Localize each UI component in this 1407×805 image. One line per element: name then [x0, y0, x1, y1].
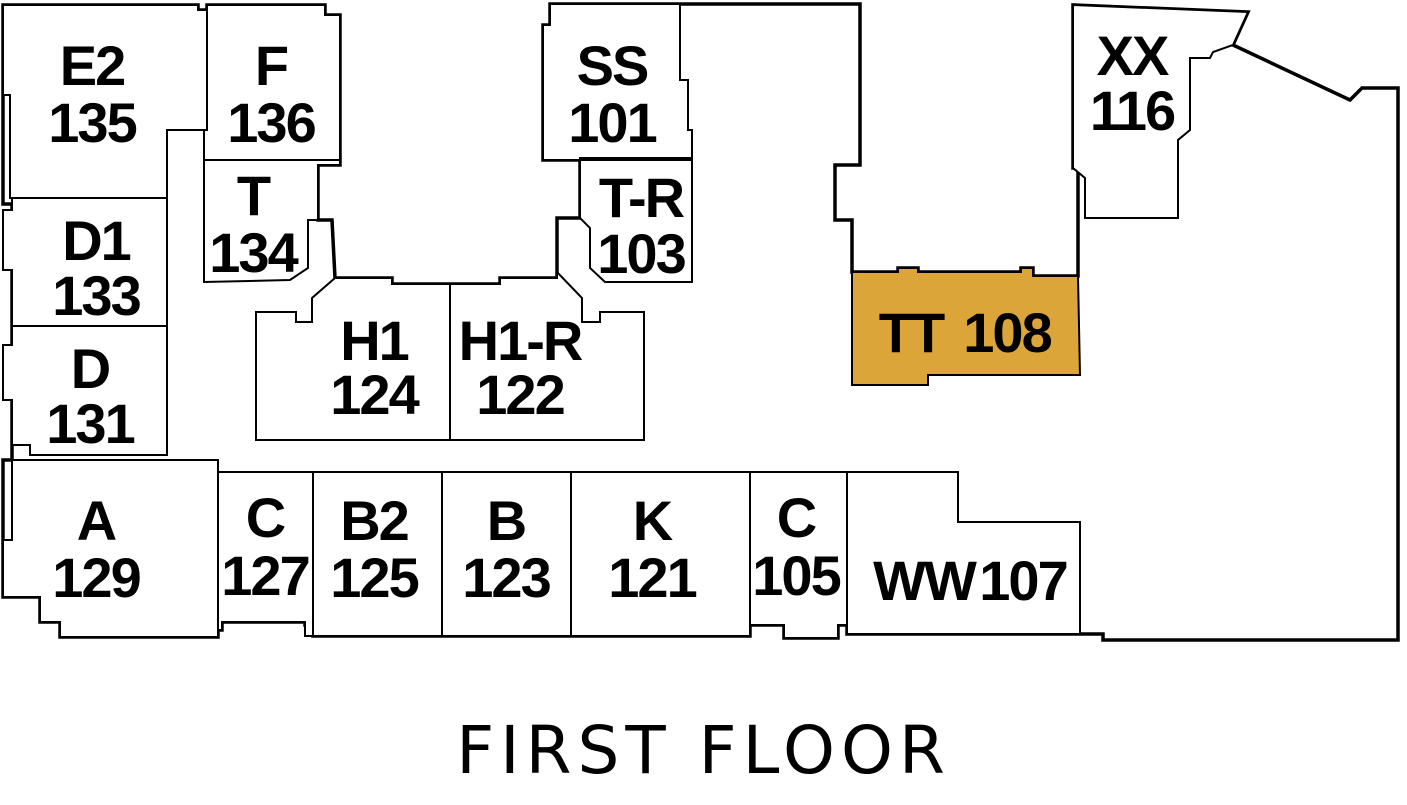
unit-name: T	[237, 164, 271, 227]
unit-name: C	[246, 486, 285, 549]
unit-b[interactable]: B 123	[441, 471, 572, 637]
unit-xx[interactable]: XX 116	[1072, 3, 1250, 219]
unit-number: 131	[46, 392, 134, 455]
unit-e2[interactable]: E2 135	[2, 4, 208, 199]
unit-number: 136	[227, 91, 315, 154]
unit-name: F	[255, 34, 288, 97]
unit-k[interactable]: K 121	[570, 471, 751, 637]
unit-c105[interactable]: C 105	[749, 471, 848, 639]
unit-name: C	[777, 486, 816, 549]
unit-name: D	[71, 337, 110, 400]
unit-name: D1	[62, 209, 130, 272]
unit-number: 133	[52, 264, 140, 327]
unit-number: 105	[752, 544, 840, 607]
unit-number: 134	[209, 221, 298, 284]
unit-name: T-R	[599, 166, 685, 229]
unit-h1r[interactable]: H1-R 122	[449, 269, 645, 441]
unit-tr[interactable]: T-R 103	[579, 159, 693, 285]
unit-name: WW	[873, 549, 977, 612]
unit-name: SS	[577, 34, 648, 97]
unit-number: 121	[608, 546, 696, 609]
unit-number: 107	[979, 549, 1066, 612]
unit-number: 124	[330, 363, 419, 426]
unit-number: 127	[221, 544, 308, 607]
unit-d1[interactable]: D1 133	[2, 197, 168, 327]
unit-a[interactable]: A 129	[2, 459, 219, 638]
unit-number: 103	[597, 222, 685, 285]
unit-number: 129	[52, 546, 140, 609]
unit-c127[interactable]: C 127	[217, 471, 314, 637]
unit-name: E2	[60, 34, 125, 97]
unit-ww[interactable]: WW 107	[846, 471, 1081, 635]
unit-name: TT	[879, 301, 945, 364]
unit-b2[interactable]: B2 125	[312, 471, 443, 637]
unit-number: 122	[476, 363, 563, 426]
unit-number: 116	[1090, 79, 1175, 142]
unit-number: 125	[330, 546, 418, 609]
unit-name: H1-R	[459, 309, 583, 372]
floor-title: FIRST FLOOR	[456, 712, 951, 789]
unit-name: H1	[340, 309, 408, 372]
unit-name: B	[487, 489, 525, 552]
unit-number: 123	[462, 546, 550, 609]
unit-tt[interactable]: TT 108	[851, 267, 1082, 386]
unit-name: K	[633, 489, 673, 552]
unit-name: B2	[340, 489, 408, 552]
unit-number: 101	[568, 91, 656, 154]
unit-name: XX	[1097, 24, 1169, 87]
unit-t134[interactable]: T 134	[203, 159, 341, 284]
unit-h1[interactable]: H1 124	[255, 277, 451, 441]
unit-number: 108	[963, 301, 1051, 364]
unit-f[interactable]: F 136	[203, 4, 341, 161]
unit-ss[interactable]: SS 101	[542, 3, 693, 161]
unit-number: 135	[48, 91, 136, 154]
unit-name: A	[77, 489, 116, 552]
unit-d[interactable]: D 131	[2, 325, 168, 456]
